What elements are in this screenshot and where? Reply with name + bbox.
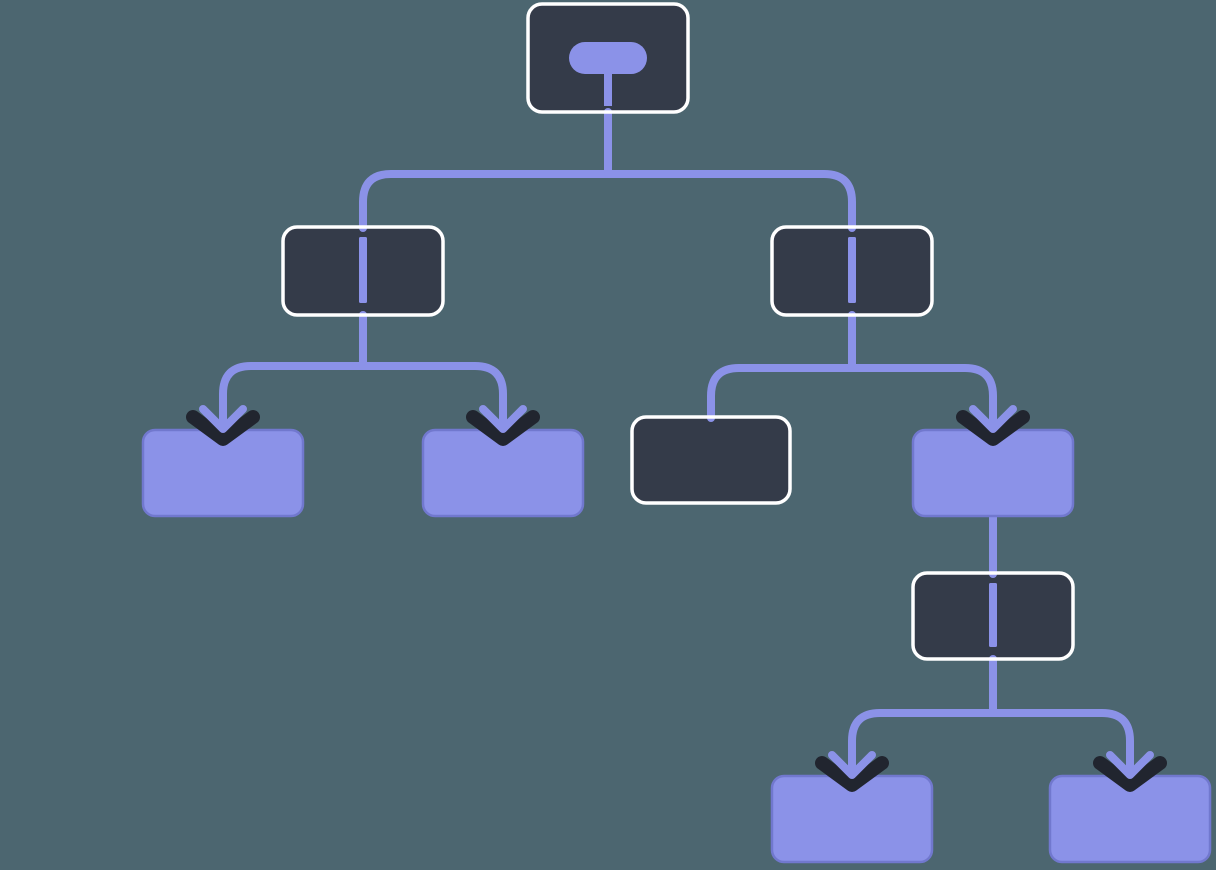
arrow-chevron-dark (1093, 756, 1167, 792)
pill-stem (604, 68, 612, 106)
arrow-chevron-dark (186, 410, 260, 446)
arrow-down-icon (466, 405, 540, 446)
vertical-bar-icon (848, 237, 856, 303)
node-pass-node-border (911, 571, 1075, 661)
vertical-bar-icon (989, 583, 997, 647)
arrow-down-icon (815, 751, 889, 792)
edge-root-branch-left (359, 170, 612, 232)
arrow-chevron-purple (199, 405, 247, 433)
node-action-dark-border (630, 415, 792, 505)
arrow-chevron-dark (466, 410, 540, 446)
connector-layer (219, 108, 1134, 778)
node-branch-mid[interactable] (913, 430, 1073, 516)
edge-root-branch-right (604, 170, 856, 232)
node-branch-left-border (281, 225, 445, 317)
arrow-layer (186, 405, 1167, 792)
arrow-chevron-purple (828, 751, 876, 779)
arrow-down-icon (1093, 751, 1167, 792)
arrow-down-icon (186, 405, 260, 446)
arrow-chevron-purple (1106, 751, 1154, 779)
edge-branch-left-leaf-b (359, 362, 507, 432)
node-fill-layer (143, 4, 1210, 862)
node-action-dark[interactable] (632, 417, 790, 503)
arrow-chevron-purple (969, 405, 1017, 433)
pill-shape (569, 42, 647, 74)
arrow-chevron-purple (479, 405, 527, 433)
edge-branch-left-leaf-a (219, 362, 367, 432)
arrow-chevron-dark (815, 756, 889, 792)
node-leaf-c[interactable] (772, 776, 932, 862)
vertical-bar-icon (359, 237, 367, 303)
edge-branch-right-action-dark (707, 364, 856, 422)
node-leaf-a[interactable] (143, 430, 303, 516)
node-branch-right-border (770, 225, 934, 317)
edge-pass-node-leaf-d (989, 709, 1134, 778)
node-leaf-d[interactable] (1050, 776, 1210, 862)
pill-toggle-icon (569, 42, 647, 106)
node-icon-layer (359, 42, 997, 647)
arrow-chevron-dark (956, 410, 1030, 446)
edge-pass-node-leaf-c (848, 709, 997, 778)
node-root-border (526, 2, 690, 114)
edge-branch-right-branch-mid (848, 364, 997, 432)
arrow-down-icon (956, 405, 1030, 446)
node-leaf-b[interactable] (423, 430, 583, 516)
